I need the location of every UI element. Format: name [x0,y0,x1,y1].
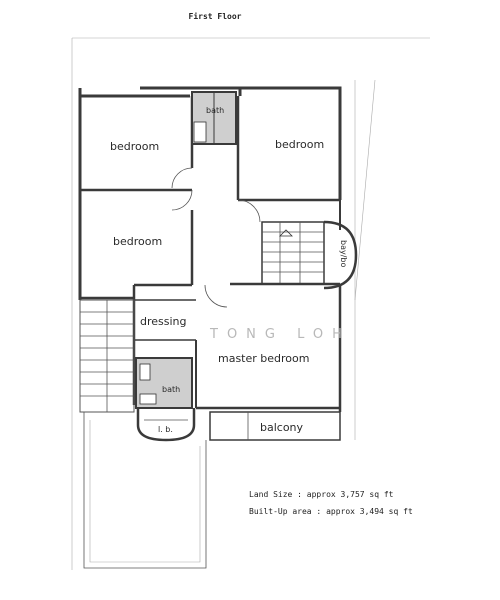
land-size-text: Land Size : approx 3,757 sq ft [249,490,394,499]
toilet-icon [193,121,207,143]
door-swing [171,167,193,189]
lb-label: l. b. [158,425,173,434]
bath-top-label: bath [206,106,224,115]
balcony-label: balcony [260,421,304,434]
boundary-line [354,79,376,301]
balcony-area [209,411,341,441]
bedroom-top-right-label: bedroom [275,138,324,151]
wall [240,86,342,200]
bath-bottom-label: bath [162,385,180,394]
sink-icon [139,393,157,405]
porch-outline-inner [89,420,201,563]
master-bedroom-label: master bedroom [218,352,309,365]
stair-treads [262,222,324,284]
staircase [261,221,325,285]
page-title: First Floor [188,12,242,21]
bedroom-mid-left-label: bedroom [113,235,162,248]
toilet-icon [139,363,151,381]
dressing-label: dressing [140,315,187,328]
stair-arrow-icon [279,229,293,237]
watermark: TONG LOH [209,327,351,342]
bay-label: bay/bo [339,240,348,267]
door-swing [237,199,261,223]
bedroom-top-left-label: bedroom [110,140,159,153]
door-swing [171,189,193,211]
built-up-text: Built-Up area : approx 3,494 sq ft [249,507,413,516]
lb-room [136,408,196,442]
porch-outline [83,412,207,569]
stair-treads [80,300,134,412]
door-swing [204,284,228,308]
